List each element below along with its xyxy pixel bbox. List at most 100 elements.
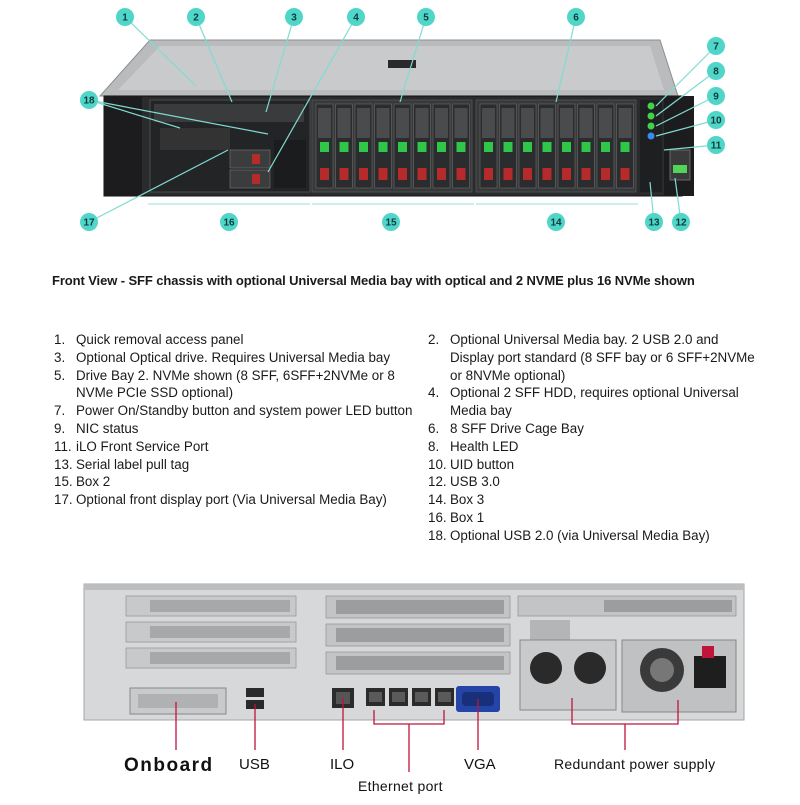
legend-item-number: 15. xyxy=(54,474,73,490)
label-usb: USB xyxy=(239,756,270,773)
drive-led-green xyxy=(503,142,513,152)
legend-item-number: 14. xyxy=(428,492,447,508)
chassis-left-ear xyxy=(104,96,142,196)
drive-slot-handle xyxy=(599,108,612,138)
drive-release-red xyxy=(359,168,368,180)
drive-release-red xyxy=(620,168,630,180)
drive-slot-handle xyxy=(560,108,573,138)
callout-line xyxy=(88,99,181,129)
psu-2-fan-hub xyxy=(650,658,674,682)
media-bay-vent xyxy=(274,140,306,188)
legend-item-number: 13. xyxy=(54,456,73,472)
drive-release-red xyxy=(456,168,466,180)
drive-release-red xyxy=(398,168,407,180)
drive-release-red xyxy=(503,168,513,180)
drive-led-green xyxy=(581,142,591,152)
drive-slot-handle xyxy=(501,108,515,138)
drive-led-green xyxy=(359,142,368,152)
callout-badge xyxy=(220,213,238,231)
drive-led-green xyxy=(378,142,388,152)
legend-item-text: 8 SFF Drive Cage Bay xyxy=(450,420,584,436)
drive-slots-group xyxy=(315,103,634,189)
label-ilo: ILO xyxy=(330,756,354,773)
drive-release-red xyxy=(581,168,591,180)
drive-release-red xyxy=(523,168,532,180)
callout-number: 1 xyxy=(122,13,128,24)
legend-item-text: Box 2 xyxy=(76,474,111,490)
ethernet-ports-group xyxy=(366,688,454,706)
rear-view-diagram: Onboard USB ILO VGA Ethernet port Redund… xyxy=(0,578,800,800)
callout-number: 9 xyxy=(713,92,719,103)
legend-item: 4. Optional 2 SFF HDD, requires optional … xyxy=(428,384,758,420)
drive-led-green xyxy=(620,142,630,152)
media-bay-hdd-2 xyxy=(229,169,271,189)
callout-badge xyxy=(187,8,205,26)
drive-release-red xyxy=(542,168,552,180)
drive-led-green xyxy=(339,142,349,152)
riser-3-slots xyxy=(517,595,737,640)
legend-item-text: Optional Universal Media bay. 2 USB 2.0 … xyxy=(450,332,755,383)
label-vga: VGA xyxy=(464,756,496,773)
media-bay-hdd-led-1 xyxy=(252,154,260,164)
callout-number: 4 xyxy=(353,13,359,24)
legend-item-text: Serial label pull tag xyxy=(76,456,190,472)
legend-item-text: Power On/Standby button and system power… xyxy=(76,403,413,419)
callout-number: 17 xyxy=(83,218,95,229)
drive-release-red xyxy=(601,168,610,180)
callout-number: 3 xyxy=(291,13,297,24)
media-bay-hdd-led-2 xyxy=(252,174,260,184)
legend-item-text: Optional Optical drive. Requires Univers… xyxy=(76,349,391,365)
callout-number: 10 xyxy=(710,116,722,127)
legend-item-number: 4. xyxy=(428,385,440,401)
legend-item: 11.iLO Front Service Port xyxy=(54,438,424,456)
callout-badge xyxy=(285,8,303,26)
legend-item-text: Optional 2 SFF HDD, requires optional Un… xyxy=(450,385,739,419)
legend-item: 17.Optional front display port (Via Univ… xyxy=(54,491,424,509)
ethernet-port-inner xyxy=(369,692,382,702)
callout-line xyxy=(195,16,233,103)
legend-item-text: Optional USB 2.0 (via Universal Media Ba… xyxy=(450,527,710,543)
drive-slot-handle xyxy=(482,108,495,138)
callout-badge xyxy=(672,213,690,231)
legend-item: 10.UID button xyxy=(428,456,758,474)
callout-badge xyxy=(80,213,98,231)
callout-number: 6 xyxy=(573,13,579,24)
legend-item-text: Box 1 xyxy=(450,509,485,525)
drive-led-green xyxy=(398,142,407,152)
legend-item: 12.USB 3.0 xyxy=(428,473,758,491)
callout-line xyxy=(124,16,197,87)
legend-item-number: 11. xyxy=(54,438,72,454)
drive-slot-handle xyxy=(540,108,554,138)
callout-badge xyxy=(116,8,134,26)
callout-number: 2 xyxy=(193,13,199,24)
legend-item: 1.Quick removal access panel xyxy=(54,331,424,349)
drive-release-red xyxy=(378,168,388,180)
status-led xyxy=(647,132,655,140)
callout-number: 16 xyxy=(223,218,235,229)
callout-badge xyxy=(707,62,725,80)
rear-chassis-top-edge xyxy=(84,584,744,590)
legend-item: 6. 8 SFF Drive Cage Bay xyxy=(428,420,758,438)
status-led xyxy=(647,122,655,130)
callout-badge xyxy=(547,213,565,231)
legend-item: 15.Box 2 xyxy=(54,473,424,491)
legend-item-number: 3. xyxy=(54,349,66,365)
callout-badge xyxy=(707,87,725,105)
legend-item-text: iLO Front Service Port xyxy=(76,438,209,454)
psu-1-blank-hole-right xyxy=(574,652,606,684)
riser-1-slots xyxy=(125,595,297,669)
legend-item-number: 2. xyxy=(428,332,440,347)
callout-badge xyxy=(382,213,400,231)
legend-item: 9.NIC status xyxy=(54,420,424,438)
callout-badge xyxy=(707,37,725,55)
callout-line xyxy=(88,149,229,223)
legend-item-number: 8. xyxy=(428,438,440,454)
legend-item-text: Drive Bay 2. NVMe shown (8 SFF, 6SFF+2NV… xyxy=(76,367,395,401)
legend-item: 5.Drive Bay 2. NVMe shown (8 SFF, 6SFF+2… xyxy=(54,367,424,403)
callout-lines xyxy=(88,16,717,223)
legend-item-number: 6. xyxy=(428,420,440,436)
callout-badge xyxy=(417,8,435,26)
onboard-slot-inner xyxy=(138,694,218,708)
